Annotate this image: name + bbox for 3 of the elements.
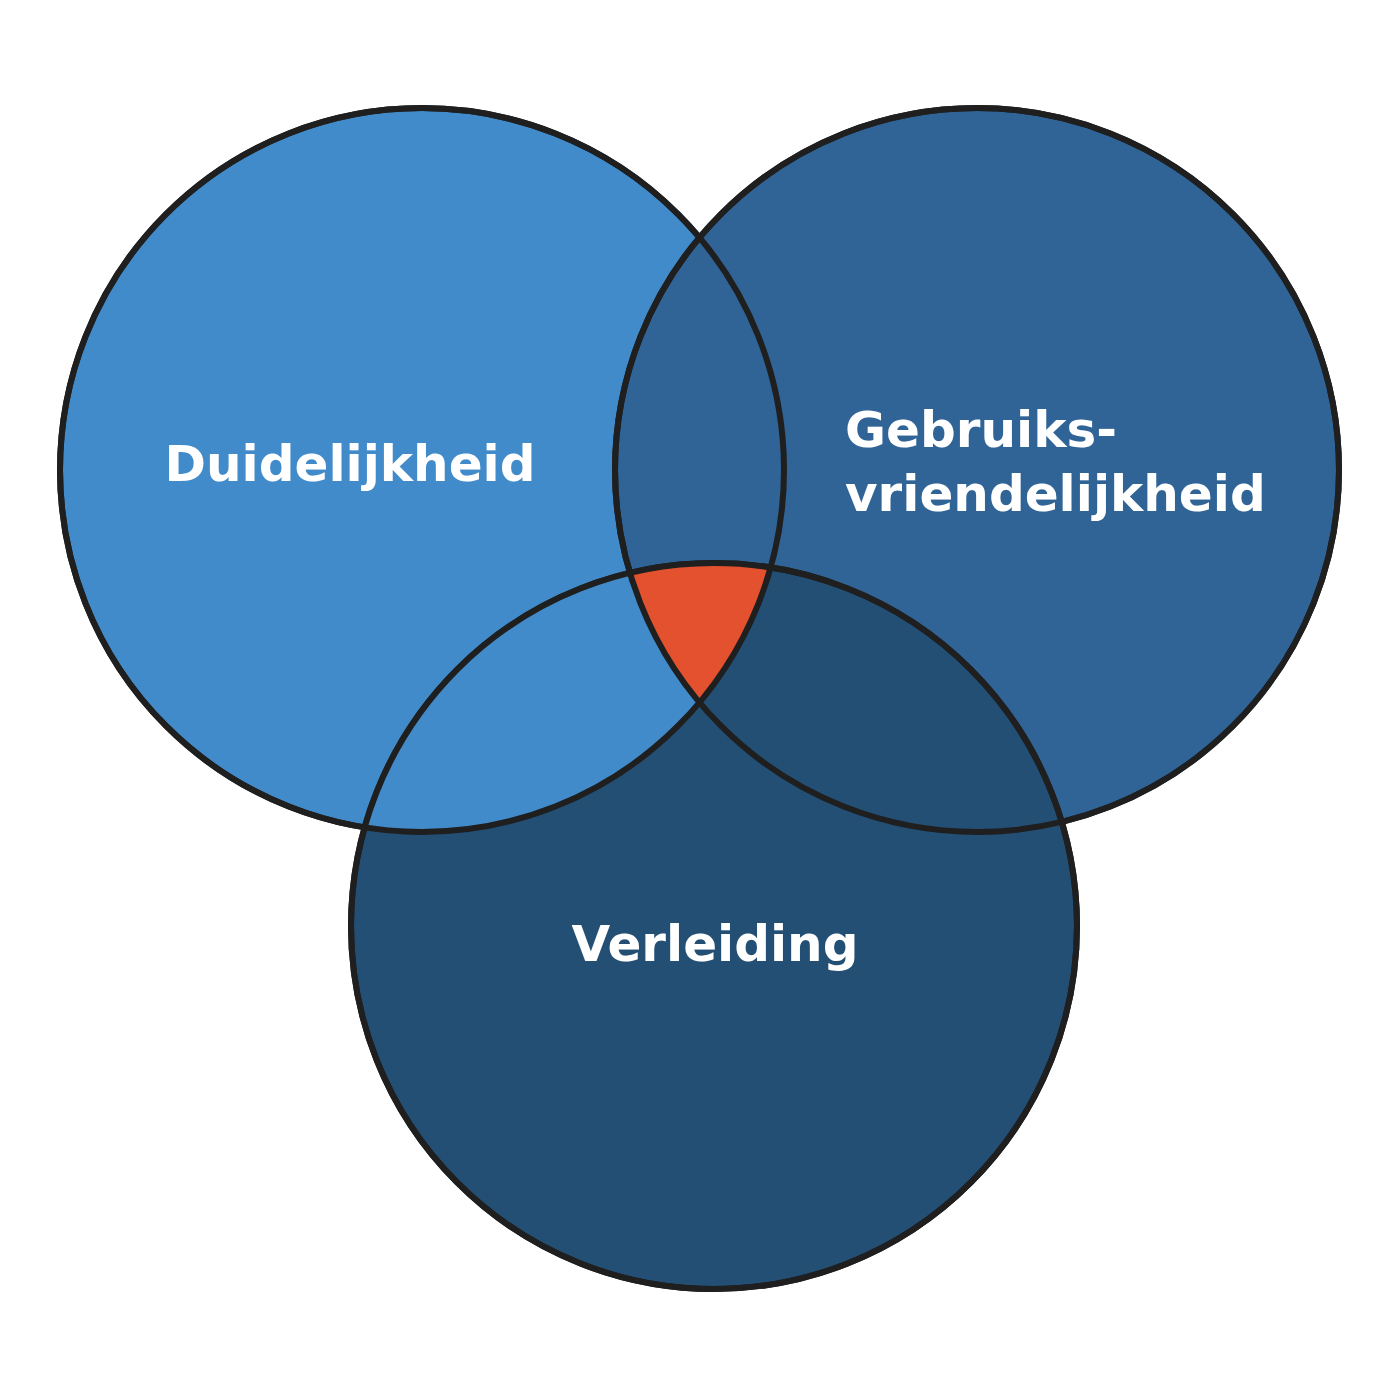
circle-label: Gebruiks- vriendelijkheid xyxy=(845,400,1267,525)
circle-label: Duidelijkheid xyxy=(163,434,537,495)
circle-label: Verleiding xyxy=(570,914,860,975)
